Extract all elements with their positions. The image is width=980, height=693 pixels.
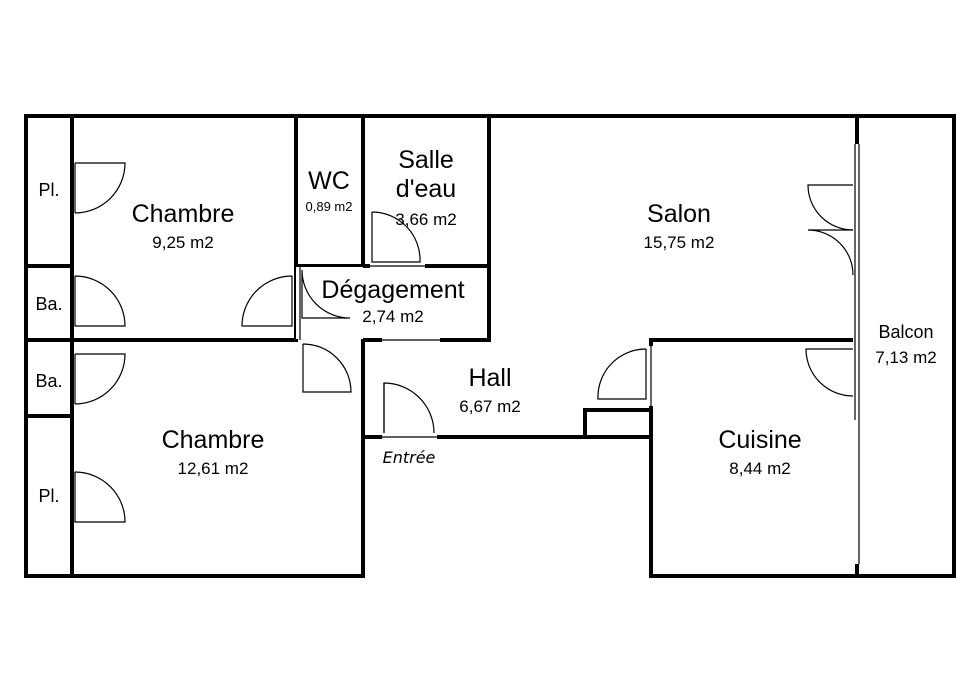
degagement-name: Dégagement xyxy=(321,276,464,304)
hall-name: Hall xyxy=(468,364,511,392)
door-jambs xyxy=(299,144,860,564)
salle-deau-name-2: d'eau xyxy=(396,175,456,203)
salle-deau-name-1: Salle xyxy=(398,146,454,174)
balcon-small-bottom-label: Ba. xyxy=(35,371,62,391)
wc-area: 0,89 m2 xyxy=(306,199,353,214)
salon-name: Salon xyxy=(647,200,711,228)
chambre2-area: 12,61 m2 xyxy=(178,459,249,478)
chambre2-name: Chambre xyxy=(162,426,265,454)
wc-name: WC xyxy=(308,167,350,195)
entrance-label: Entrée xyxy=(383,448,436,467)
cuisine-area: 8,44 m2 xyxy=(729,459,790,478)
room-labels: Pl. Ba. Ba. Pl. Chambre 9,25 m2 WC 0,89 … xyxy=(35,146,936,506)
balcon-small-top-label: Ba. xyxy=(35,294,62,314)
placard-bottom-label: Pl. xyxy=(38,486,59,506)
cuisine-name: Cuisine xyxy=(718,426,801,454)
balcon-area: 7,13 m2 xyxy=(875,348,936,367)
door-swings xyxy=(74,162,854,523)
balcon-name: Balcon xyxy=(878,322,933,342)
salon-area: 15,75 m2 xyxy=(644,233,715,252)
degagement-area: 2,74 m2 xyxy=(362,307,423,326)
placard-top-label: Pl. xyxy=(38,180,59,200)
salle-deau-area: 3,66 m2 xyxy=(395,210,456,229)
chambre1-area: 9,25 m2 xyxy=(152,233,213,252)
door-openings xyxy=(296,144,861,564)
hall-area: 6,67 m2 xyxy=(459,397,520,416)
chambre1-name: Chambre xyxy=(132,200,235,228)
